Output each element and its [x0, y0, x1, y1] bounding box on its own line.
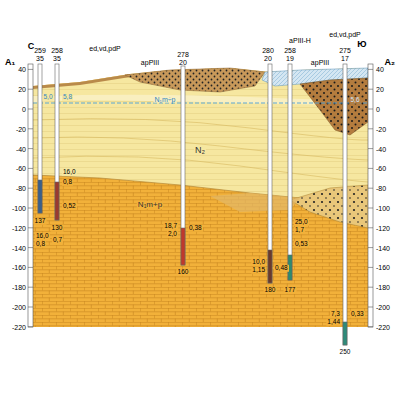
well-data-value: 0,7	[52, 237, 63, 244]
elevation-value: 20	[375, 86, 385, 93]
elevation-value: -160	[11, 264, 27, 271]
stratum-index: aPIII-H	[288, 37, 312, 44]
well-data-value: 250	[339, 349, 352, 356]
elevation-value: -80	[375, 185, 387, 192]
well-data-value: 0,8	[35, 241, 46, 248]
elevation-value: -100	[11, 205, 27, 212]
elevation-value: -160	[375, 264, 391, 271]
elevation-value: -120	[375, 224, 391, 231]
well-data-value: 130	[51, 225, 64, 232]
water-level-value: 5,8	[62, 94, 73, 101]
well-number: 20	[263, 55, 273, 62]
well-data-value: 0,33	[350, 311, 365, 318]
well-number: 35	[52, 55, 62, 62]
well-number: 35	[35, 55, 45, 62]
elevation-value: 40	[375, 66, 385, 73]
stratum-index: apPIII	[310, 59, 330, 66]
well-data-value: 16,0	[35, 233, 50, 240]
elevation-value: -200	[375, 304, 391, 311]
well-number: 259	[33, 47, 47, 54]
well-data-value: 7,3	[330, 311, 341, 318]
well-data-value: 137	[34, 218, 47, 225]
direction-label: Ю	[356, 40, 367, 49]
stratum-index: ed,vd,pdP	[88, 45, 122, 52]
well-number: 17	[340, 55, 350, 62]
elevation-value: -40	[15, 145, 27, 152]
section-end-label: A₂	[384, 58, 397, 67]
water-level-value: 5,0	[42, 94, 53, 101]
elevation-value: -60	[375, 165, 387, 172]
elevation-value: -180	[11, 284, 27, 291]
elevation-value: -220	[11, 323, 27, 330]
elevation-value: 20	[17, 86, 27, 93]
elevation-value: -200	[11, 304, 27, 311]
well-number: 280	[261, 47, 275, 54]
well-data-value: 160	[177, 269, 190, 276]
elevation-value: -40	[375, 145, 387, 152]
well-number: 258	[50, 47, 64, 54]
well-number: 258	[283, 47, 297, 54]
well-data-value: 0,8	[62, 179, 73, 186]
stratum-index: apPIII	[140, 59, 160, 66]
elevation-value: -60	[15, 165, 27, 172]
elevation-value: -20	[15, 125, 27, 132]
elevation-value: -140	[375, 244, 391, 251]
well-data-value: 0,48	[274, 265, 289, 272]
elevation-value: -220	[375, 323, 391, 330]
stratum-index: ed,vd,pdP	[328, 31, 362, 38]
elevation-value: -20	[375, 125, 387, 132]
well-data-value: 1,15	[251, 267, 266, 274]
elevation-value: -100	[375, 205, 391, 212]
well-data-value: 0,53	[294, 241, 309, 248]
well-number: 278	[176, 51, 190, 58]
well-data-value: 25,0	[294, 219, 309, 226]
stratum-index: N₁m÷p	[154, 96, 177, 103]
elevation-value: -140	[11, 244, 27, 251]
elevation-value: -120	[11, 224, 27, 231]
stratum-index: N₁m+p	[137, 201, 163, 209]
stratum-index: N₂	[194, 146, 206, 155]
elevation-value: 40	[17, 66, 27, 73]
water-level-value: 5,6	[349, 97, 360, 104]
well-data-value: 177	[284, 287, 297, 294]
elevation-value: -180	[375, 284, 391, 291]
well-number: 20	[178, 59, 188, 66]
well-data-value: 180	[264, 287, 277, 294]
elevation-value: 0	[375, 106, 381, 113]
elevation-value: -80	[15, 185, 27, 192]
well-data-value: 2,0	[167, 231, 178, 238]
well-data-value: 0,52	[62, 203, 77, 210]
well-data-value: 1,44	[326, 319, 341, 326]
elevation-value: 0	[21, 106, 27, 113]
well-data-value: 0,38	[188, 225, 203, 232]
well-data-value: 1,7	[294, 227, 305, 234]
well-data-value: 10,0	[251, 259, 266, 266]
well-data-value: 18,7	[163, 223, 178, 230]
direction-label: С	[27, 42, 36, 51]
section-end-label: A₁	[4, 58, 16, 67]
well-number: 19	[285, 55, 295, 62]
well-number: 275	[338, 47, 352, 54]
well-data-value: 16,0	[62, 169, 77, 176]
